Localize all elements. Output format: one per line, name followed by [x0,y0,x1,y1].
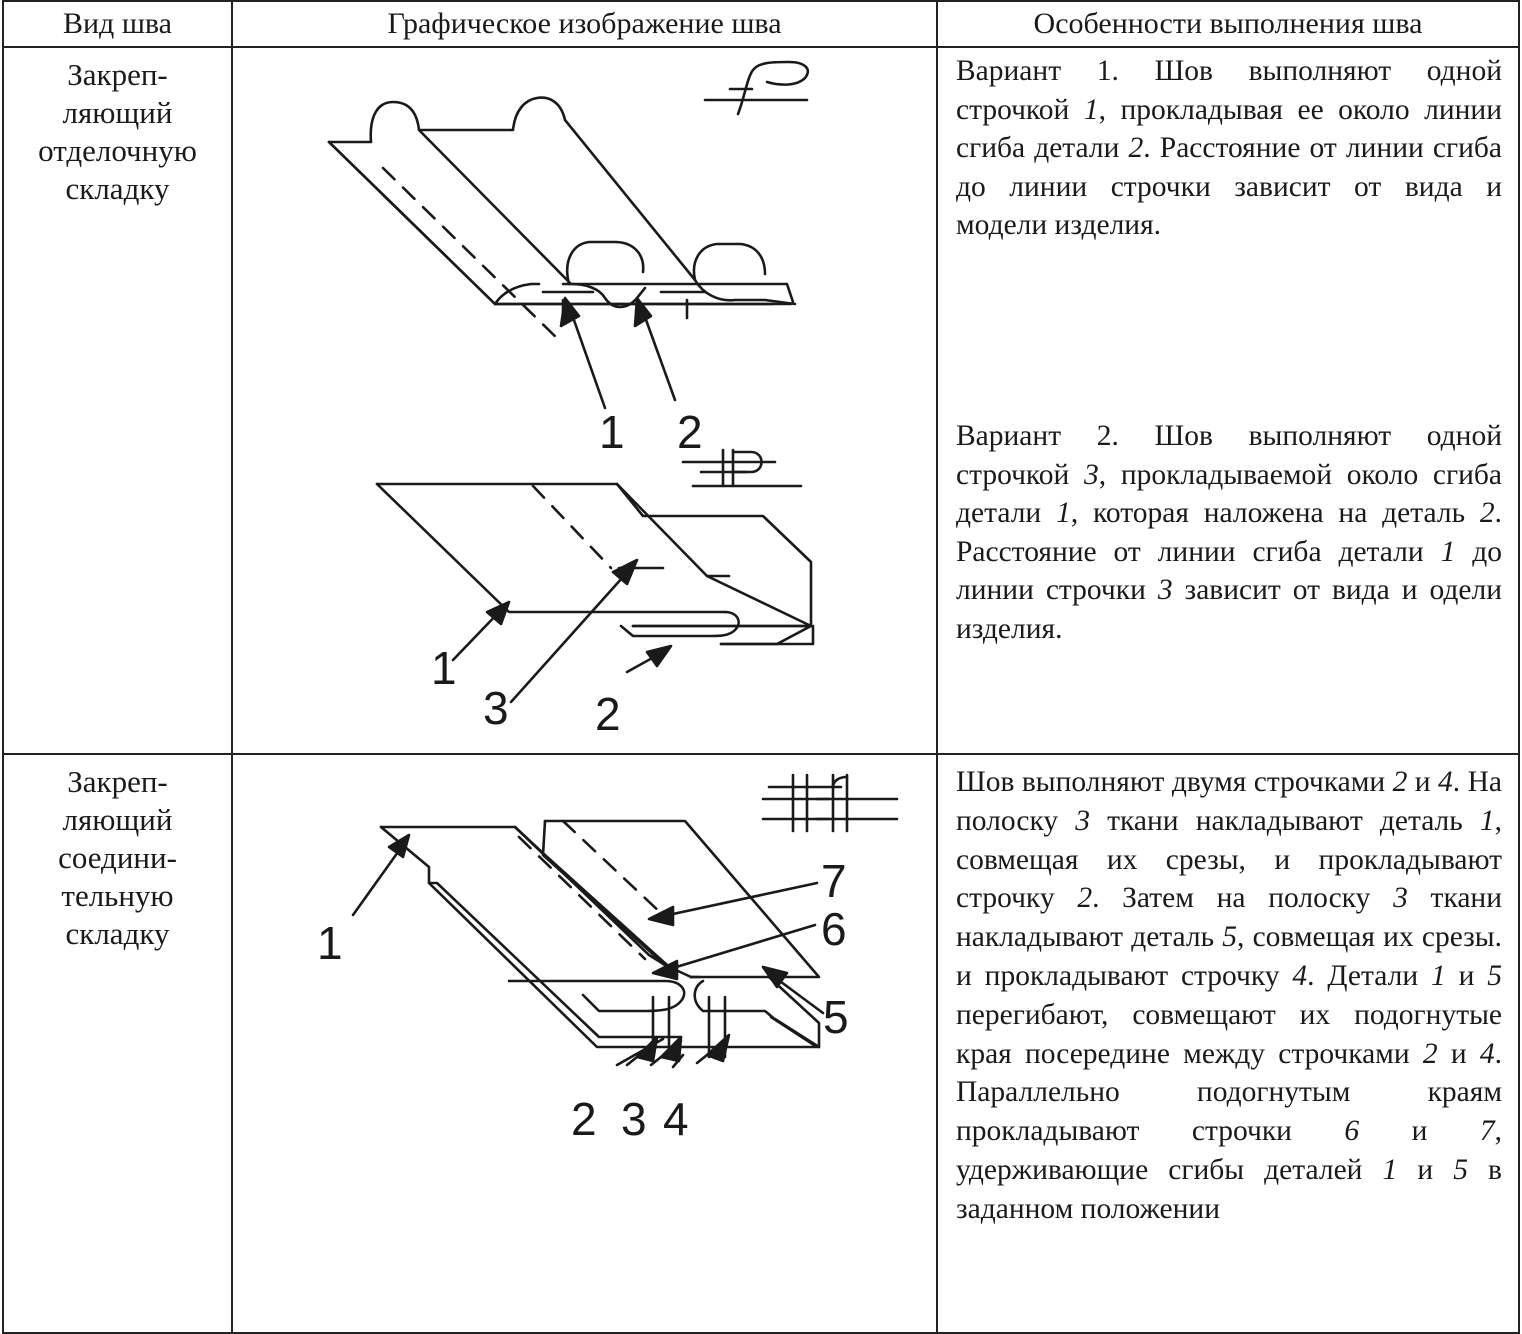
ref-number: 1 [1083,93,1099,126]
ref-number: 5 [1453,1153,1468,1186]
ref-number: 5 [1487,959,1502,992]
text-run: , прокладываемой около сгиба детали [956,458,1502,530]
header-graphic: Графическое изображение шва [231,0,938,48]
seam-kind-line: складку [65,171,170,206]
seam-kind-line: ляющий [62,95,173,130]
figure-label: 3 [483,682,509,734]
text-run: ткани накладывают деталь [1090,804,1480,837]
seam-kind-cell: Закреп- ляющий соедини- тельную складку [2,753,233,1334]
variant-2-text: Вариант 2. Шов выполняют одной строчкой … [956,417,1502,649]
text-run: , совмещая их срезы. и прокладывают стро… [956,921,1502,992]
figure-label: 1 [599,406,625,458]
text-run: и [1359,1115,1480,1148]
figure-label: 5 [823,991,849,1043]
ref-number: 1 [1430,959,1446,992]
figure-label: 1 [317,917,343,969]
text-run: перегибают, совмещают их подогнутые края… [956,998,1502,1070]
text-run: . Параллельно подогнутым краям прокладыв… [956,1037,1502,1148]
features-cell: Вариант 1. Шов выполняют одной строчкой … [936,46,1520,755]
seam-symbol-variant-1 [703,60,810,116]
figure-label: 1 [431,642,457,694]
text-run: ткани накладывают деталь [956,882,1502,954]
seam-kind-cell: Закреп- ляющий отделочную складку [2,46,233,755]
table-header-row: Вид шва Графическое изображение шва Особ… [2,0,1520,48]
seam-kind-line: отделочную [38,133,197,168]
table-row: Закреп- ляющий соедини- тельную складку [2,753,1520,1334]
figure-label: 2 [677,406,703,458]
text-run: . Детали [1307,959,1431,992]
text-run: и [1397,1153,1454,1186]
ref-number: 3 [1084,458,1099,491]
text-run: Вариант 2. Шов выполняют одной строчкой [956,419,1502,491]
table-row: Закреп- ляющий отделочную складку [2,46,1520,755]
ref-number: 6 [1344,1115,1360,1148]
seam-kind-line: соедини- [58,840,177,875]
seam-drawing-connecting-fold: 1 7 6 5 2 3 4 [317,773,899,1145]
ref-number: 1 [1382,1153,1398,1186]
connecting-fold-text: Шов выполняют двумя строчками 2 и 4. На … [956,763,1502,1229]
figure-label: 4 [663,1093,689,1145]
variant-1-text: Вариант 1. Шов выполняют одной строчкой … [956,52,1502,245]
text-run: Шов выполняют двумя строчками [956,766,1393,798]
text-run: . На полоску [956,766,1502,837]
ref-number: 2 [1128,132,1144,165]
seam-drawing-decorative-fold: 1 2 [327,60,815,740]
ref-number: 2 [1392,766,1408,798]
seam-symbol-double [761,773,899,833]
features-cell: Шов выполняют двумя строчками 2 и 4. На … [936,753,1520,1334]
fold-drawing-connecting [351,819,825,1069]
text-run: , прокладывая ее около линии сгиба детал… [956,93,1502,165]
text-run: до линии строчки [956,535,1502,607]
ref-number: 2 [1479,497,1495,530]
graphic-cell: 1 2 [231,46,938,755]
header-seam-kind: Вид шва [2,0,233,48]
figure-label: 2 [571,1093,597,1145]
seam-kind-line: Закреп- [67,57,168,92]
ref-number: 4 [1292,959,1308,992]
fold-drawing-variant-2 [375,482,815,704]
seam-kind-line: тельную [61,878,174,913]
ref-number: 1 [1440,535,1456,568]
graphic-cell: 1 7 6 5 2 3 4 [231,753,938,1334]
seam-kind-line: ляющий [62,802,173,837]
ref-number: 4 [1479,1037,1495,1070]
ref-number: 1 [1479,804,1495,837]
text-run: и [1445,959,1488,992]
figure-label: 6 [821,903,847,955]
text-run: , удерживающие сгибы деталей [956,1115,1502,1186]
figure-label: 7 [821,855,847,907]
ref-number: 1 [1056,497,1071,530]
ref-number: 3 [1075,804,1090,837]
figure-label: 3 [621,1093,647,1145]
header-features: Особенности выполнения шва [936,0,1520,48]
ref-number: 2 [1077,882,1093,915]
text-run: Вариант 1. Шов выполняют одной строчкой [956,55,1502,126]
ref-number: 5 [1222,921,1238,954]
figure-label: 2 [595,688,621,740]
text-run: и [1437,1037,1480,1070]
fold-drawing-variant-1 [327,96,797,410]
ref-number: 3 [1157,574,1173,607]
seam-kind-line: складку [65,916,170,951]
text-run: , которая наложена на деталь [1070,497,1480,530]
ref-number: 7 [1479,1115,1495,1148]
ref-number: 4 [1438,766,1453,798]
text-run: . Расстояние от линии сгиба детали [956,497,1502,568]
ref-number: 3 [1393,882,1408,915]
text-run: . Расстояние от линии сгиба до линии стр… [956,132,1502,242]
text-run: , совмещая их срезы, и прокладывают стро… [956,804,1502,915]
text-run: . Затем на полоску [1092,882,1394,915]
text-run: зависит от вида и одели изделия. [956,574,1502,645]
text-run: в заданном положении [956,1153,1502,1225]
text-run: и [1407,766,1439,798]
seam-symbol-variant-2 [681,448,803,488]
seam-kind-line: Закреп- [67,764,168,799]
ref-number: 2 [1422,1037,1438,1070]
